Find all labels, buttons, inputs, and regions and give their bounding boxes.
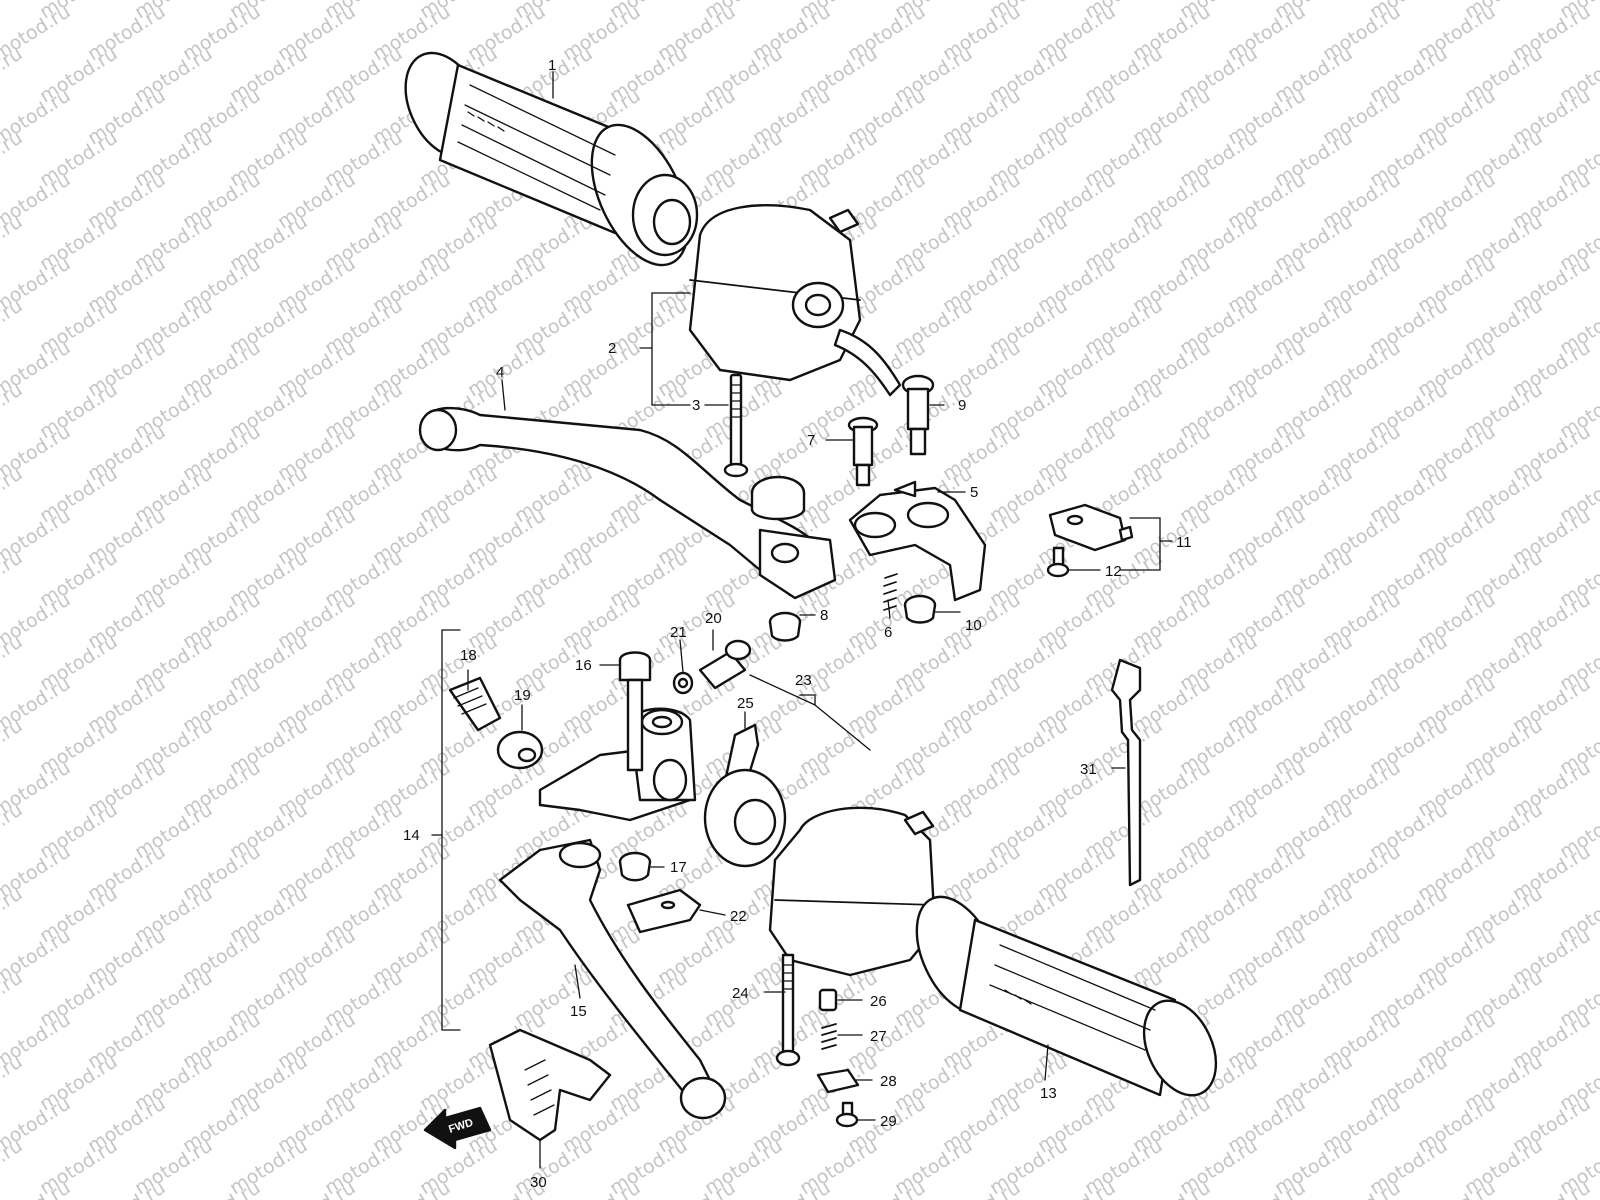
callout-17: 17 — [670, 859, 687, 876]
callout-26: 26 — [870, 993, 887, 1010]
left-switch-housing — [688, 204, 902, 397]
callout-24: 24 — [732, 985, 749, 1002]
callout-27: 27 — [870, 1028, 887, 1045]
brake-switch-11 — [1048, 503, 1134, 552]
left-grip — [404, 51, 699, 267]
fwd-arrow: FWD — [423, 1106, 492, 1150]
lever-holder-5 — [848, 480, 987, 602]
callout-22: 22 — [730, 908, 747, 925]
callout-13: 13 — [1040, 1085, 1057, 1102]
adjuster-18 — [448, 676, 502, 732]
bolt-20 — [698, 639, 752, 690]
callout-14: 14 — [403, 827, 420, 844]
starter-lever-25 — [703, 723, 787, 868]
clutch-lever-15 — [498, 838, 727, 1120]
spring-27 — [821, 1023, 837, 1050]
callout-21: 21 — [670, 624, 687, 641]
locknut-19 — [496, 730, 544, 770]
clutch-holder-14 — [538, 707, 697, 822]
pivot-bolt-16 — [618, 651, 652, 772]
callout-16: 16 — [575, 657, 592, 674]
right-switch-housing — [768, 806, 937, 977]
callout-30: 30 — [530, 1174, 547, 1191]
callout-18: 18 — [460, 647, 477, 664]
callout-7: 7 — [807, 432, 815, 449]
callout-3: 3 — [692, 397, 700, 414]
callout-25: 25 — [737, 695, 754, 712]
leader-lines — [431, 71, 1173, 1169]
plate-28 — [816, 1068, 860, 1094]
callout-20: 20 — [705, 610, 722, 627]
callout-10: 10 — [965, 617, 982, 634]
cable-tie-31 — [1110, 658, 1142, 887]
callout-31: 31 — [1080, 761, 1097, 778]
screw-3 — [723, 373, 749, 478]
right-grip — [915, 895, 1218, 1097]
clamp-22 — [626, 888, 702, 934]
cap-26 — [818, 988, 838, 1012]
callout-8: 8 — [820, 607, 828, 624]
callout-5: 5 — [970, 484, 978, 501]
callout-4: 4 — [496, 364, 504, 381]
cable-boot-30 — [488, 1028, 612, 1142]
callout-6: 6 — [884, 624, 892, 641]
brake-lever-assembly — [418, 406, 837, 600]
spring-6 — [883, 573, 898, 611]
callout-11: 11 — [1176, 534, 1192, 551]
callout-29: 29 — [880, 1113, 897, 1130]
pivot-bolt-7 — [847, 416, 879, 487]
pivot-bolt-9 — [901, 374, 935, 456]
callout-28: 28 — [880, 1073, 897, 1090]
callout-12: 12 — [1105, 563, 1122, 580]
washer-21 — [672, 671, 694, 695]
callout-2: 2 — [608, 340, 616, 357]
callout-9: 9 — [958, 397, 966, 414]
callout-19: 19 — [514, 687, 531, 704]
screw-12 — [1046, 546, 1070, 578]
nut-17 — [618, 851, 652, 882]
callout-labels: 1 2 3 4 5 6 7 8 9 10 11 12 13 14 15 16 1… — [403, 57, 1192, 1191]
nut-10 — [903, 594, 937, 624]
screw-24 — [775, 953, 801, 1067]
nut-8 — [768, 611, 802, 642]
callout-23: 23 — [795, 672, 812, 689]
callout-1: 1 — [548, 57, 556, 74]
screw-29 — [835, 1101, 859, 1128]
callout-15: 15 — [570, 1003, 587, 1020]
